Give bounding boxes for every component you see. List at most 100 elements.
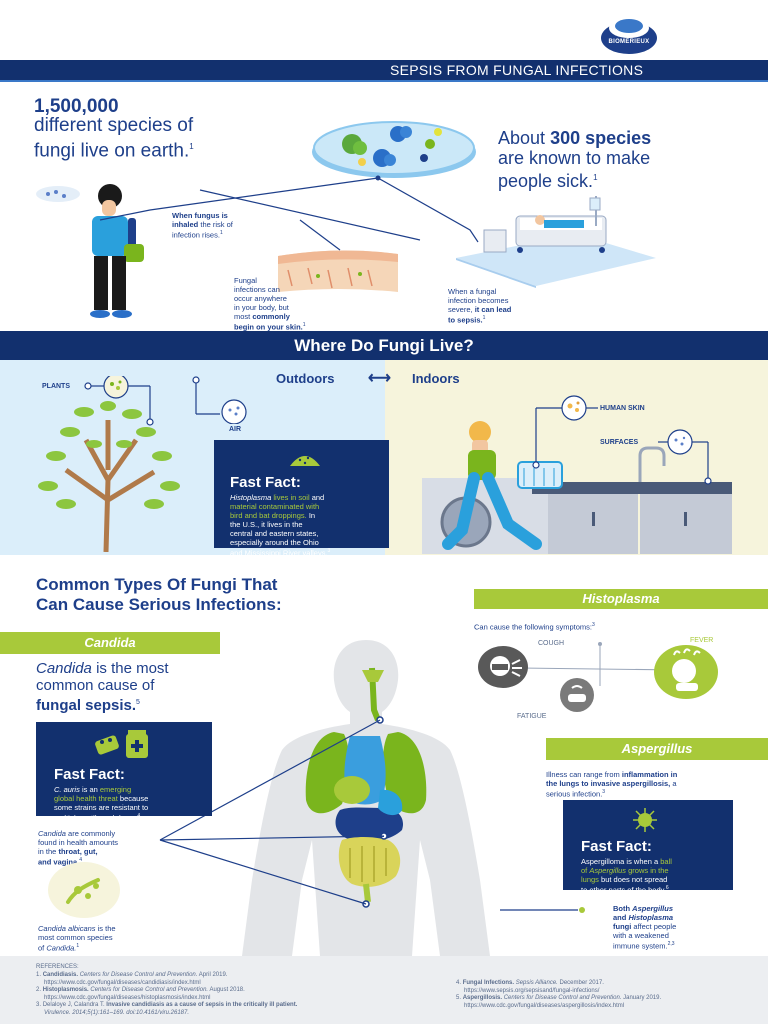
ff-ball: ball	[660, 857, 672, 866]
skin-caption: Fungal infections can occur anywhere in …	[234, 276, 344, 332]
ref-2-bold: Histoplasmosis.	[42, 987, 89, 993]
ref-3-bold: Invasive candidiasis as a cause of sepsi…	[106, 1002, 298, 1008]
fungi-ref: 1	[189, 142, 194, 151]
header-bar	[0, 60, 768, 80]
ff-emerging: emerging	[99, 785, 132, 794]
skin-bold-1: commonly	[252, 312, 290, 321]
ff-us: the U.S., it lives in the	[230, 520, 303, 529]
candida-connector-lines	[159, 719, 385, 905]
outdoors-label: Outdoors	[276, 371, 335, 386]
severe-text-1: When a fungal	[448, 287, 497, 296]
skin-text-4: in your body, but	[234, 303, 289, 312]
spore-icon	[633, 808, 657, 837]
candida-body-3-bold: throat, gut,	[58, 847, 98, 856]
ref-3-rest: Delaloye J, Calandra T.	[42, 1002, 105, 1008]
ff-aspergillus-it: Aspergillus	[589, 866, 627, 875]
ref-4-it: Sepsis Alliance.	[515, 980, 558, 986]
skin-bold-2: begin on your skin.	[234, 322, 303, 332]
histoplasma-label-bar: Histoplasma	[474, 589, 768, 609]
species-text-1: are known to make	[498, 148, 651, 168]
inhaled-caption: When fungus is inhaled the risk of infec…	[172, 211, 282, 240]
skin-text-2: infections can	[234, 285, 280, 294]
references-left: 1. Candidiasis. Centers for Disease Cont…	[36, 972, 436, 1017]
aspergillus-ff-body: Aspergilloma is when a ball of Aspergill…	[581, 857, 723, 895]
candida-body-ref: 4	[79, 857, 83, 863]
candida-body-text: Candida are commonly found in health amo…	[38, 829, 168, 867]
surfaces-pin	[658, 429, 712, 485]
candida-label-bar: Candida	[0, 632, 220, 654]
candida-albicans-circle	[48, 862, 120, 918]
header-title: SEPSIS FROM FUNGAL INFECTIONS	[390, 62, 644, 78]
ff-asp-ref: 6	[665, 885, 669, 891]
ref-2-num: 2.	[36, 987, 42, 993]
surfaces-label: SURFACES	[600, 439, 639, 446]
histoplasma-fast-fact-card: Fast Fact: Histoplasma lives in soil and…	[214, 440, 389, 558]
inhaled-text-3: infection rises.	[172, 230, 220, 240]
inhaled-text-2: the risk of	[200, 220, 233, 229]
ref-5-num: 5.	[456, 995, 462, 1001]
ff-of: of	[581, 866, 588, 875]
histoplasma-symptoms-text: Can cause the following symptoms:3	[474, 621, 595, 632]
candida-body-2: found in health amounts	[38, 838, 119, 847]
ff-grows: grows in the	[628, 866, 669, 875]
petri-dish-illustration	[310, 118, 478, 180]
candida-headline-1: is the most	[96, 660, 169, 677]
ref-1-bold: Candidiasis.	[42, 972, 79, 978]
ref-4-url[interactable]: https://www.sepsis.org/sepsisand/fungal-…	[464, 987, 600, 994]
both-5: immune system.	[613, 941, 668, 951]
biomerieux-logo: BIOMÉRIEUX	[600, 16, 658, 54]
aspergillus-ff-title: Fast Fact:	[581, 838, 652, 855]
fungi-count: 1,500,000	[34, 96, 119, 117]
histoplasma-ff-title: Fast Fact:	[230, 474, 301, 491]
hospital-bed-illustration	[456, 196, 656, 288]
species-text-2: people sick.	[498, 171, 594, 191]
candida-body-4-bold: and vagina.	[38, 857, 80, 867]
references-panel	[0, 956, 768, 1024]
references-right: 4. Fungal Infections. Sepsis Alliance. D…	[456, 980, 756, 1010]
references-heading: REFERENCES:	[36, 964, 79, 970]
tree-illustration	[36, 400, 182, 553]
ff-ohio: especially around the Ohio	[230, 538, 319, 547]
ref-5-rest: January 2019.	[623, 995, 662, 1001]
ff-resistant: some strains are resistant to	[54, 803, 149, 812]
ref-2-rest: August 2018.	[209, 987, 245, 993]
candida-ff-body: C. auris is an emerging global health th…	[54, 785, 202, 823]
severe-ref: 1	[482, 315, 486, 321]
candida-headline: Candida is the most common cause of fung…	[36, 660, 236, 714]
candida-headline-bold: fungal sepsis.	[36, 697, 137, 714]
ref-4-rest: December 2017.	[559, 980, 604, 986]
ff-valleys: and Mississippi River valleys.	[230, 548, 328, 558]
ff-global-threat: global health threat	[54, 794, 118, 803]
ref-2-url[interactable]: https://www.cdc.gov/fungal/diseases/hist…	[44, 994, 211, 1001]
both-3-bold: fungi	[613, 922, 632, 931]
asp-desc-1-bold: inflammation in	[621, 770, 678, 779]
severe-text-3: severe,	[448, 305, 473, 314]
ff-histoplasma-word: Histoplasma	[230, 493, 272, 502]
both-ref: 2,3	[667, 941, 675, 947]
ref-5-url[interactable]: https://www.cdc.gov/fungal/diseases/aspe…	[464, 1002, 625, 1009]
ref-1-url[interactable]: https://www.cdc.gov/fungal/diseases/cand…	[44, 979, 201, 986]
ff-drugs: multiple antifungal drugs.	[54, 813, 138, 823]
human-skin-label: HUMAN SKIN	[600, 405, 645, 412]
albicans-1: is the	[97, 924, 116, 933]
ff-in: In	[308, 511, 316, 520]
ff-and: and	[311, 493, 325, 502]
ff-ref: 3	[327, 548, 331, 554]
both-4: with a weakened	[613, 931, 669, 940]
ff-states: central and eastern states,	[230, 529, 319, 538]
severe-bold-2: to sepsis.	[448, 315, 483, 325]
reference-1: 1. Candidiasis. Centers for Disease Cont…	[36, 972, 436, 987]
human-body-illustration	[232, 640, 500, 956]
soil-pile-icon	[290, 450, 320, 471]
skin-layers-illustration	[278, 246, 398, 294]
ff-material: material contaminated with	[230, 502, 320, 511]
cough-icon	[478, 646, 528, 688]
ff-body: to other parts of the body.	[581, 885, 666, 895]
ff-not-spread: but does not spread	[601, 875, 668, 884]
asp-desc-2-bold: the lungs to invasive aspergillosis,	[546, 779, 671, 788]
species-ref: 1	[593, 173, 598, 182]
both-1-it: Aspergillus	[632, 904, 674, 913]
plants-pin	[84, 376, 154, 426]
fungi-statement: different species of fungi live on earth…	[34, 115, 194, 161]
inhaled-ref: 1	[219, 230, 223, 236]
